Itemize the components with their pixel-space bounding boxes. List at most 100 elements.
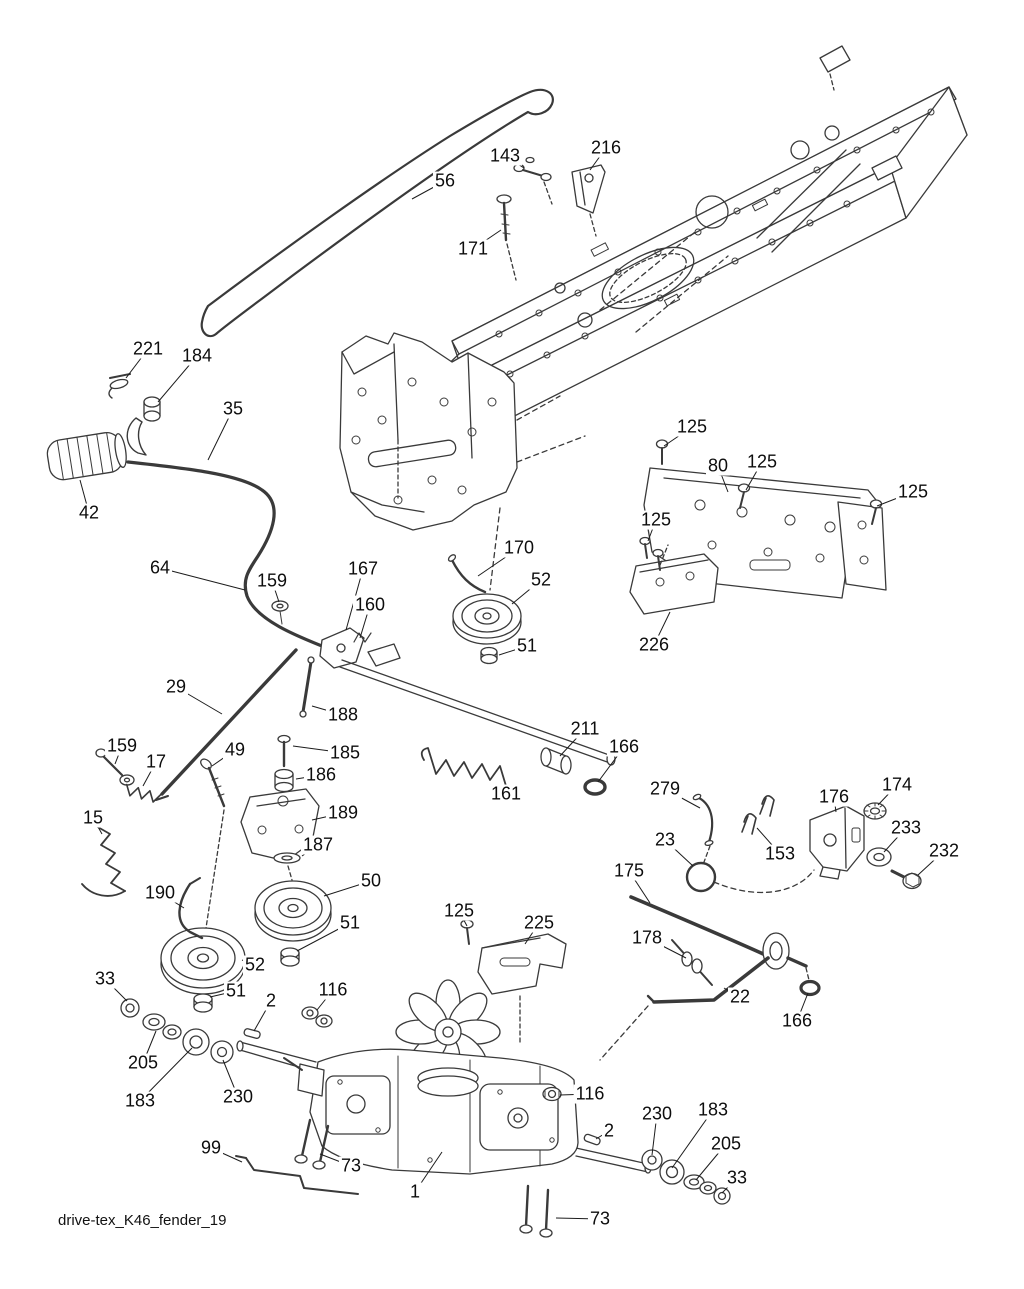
spring-clip-160: [353, 632, 372, 643]
bellcrank-167: [319, 627, 372, 669]
screw-125-lower: [460, 919, 474, 945]
callout-42: 42: [76, 502, 102, 523]
callout-175: 175: [611, 860, 647, 881]
callout-1: 1: [407, 1181, 423, 1202]
bushing-184: [126, 396, 161, 456]
callout-170: 170: [501, 537, 537, 558]
bolt-232: [890, 869, 922, 890]
rod-175: [629, 895, 772, 959]
spring-17: [125, 783, 163, 803]
callout-205: 205: [125, 1052, 161, 1073]
callout-52: 52: [242, 954, 268, 975]
callout-211: 211: [568, 718, 602, 739]
callout-125: 125: [895, 481, 931, 502]
washer-159-mid: [271, 600, 289, 625]
bracket-216: [571, 164, 606, 237]
bolt-171: [496, 194, 517, 281]
ferrule-178: [671, 939, 713, 986]
bracket-226: [629, 544, 719, 615]
nut-51-b: [193, 993, 213, 1013]
plate-189: [240, 788, 320, 862]
transaxle-body: [283, 1048, 579, 1175]
callout-125: 125: [674, 416, 710, 437]
callout-73: 73: [338, 1155, 364, 1176]
callout-166: 166: [606, 736, 642, 757]
callout-23: 23: [652, 829, 678, 850]
callout-143: 143: [487, 145, 523, 166]
callout-174: 174: [879, 774, 915, 795]
left-axle-hardware: [120, 998, 333, 1064]
pulley-50: [254, 880, 332, 942]
callout-205: 205: [708, 1133, 744, 1154]
callout-2: 2: [263, 990, 279, 1011]
screws-125: [639, 439, 883, 571]
callout-29: 29: [163, 676, 189, 697]
clip-221: [108, 373, 131, 399]
lock-washer-174: [863, 802, 887, 820]
rod-99: [235, 1155, 359, 1195]
callout-159: 159: [254, 570, 290, 591]
callout-15: 15: [80, 807, 106, 828]
callout-51: 51: [337, 912, 363, 933]
callout-225: 225: [521, 912, 557, 933]
callout-232: 232: [926, 840, 962, 861]
link-188: [299, 656, 315, 718]
callout-189: 189: [325, 802, 361, 823]
callout-52: 52: [528, 569, 554, 590]
assembly-dashed-right: [713, 869, 815, 894]
callout-185: 185: [327, 742, 363, 763]
callout-187: 187: [300, 834, 336, 855]
callout-2: 2: [601, 1120, 617, 1141]
callout-178: 178: [629, 927, 665, 948]
oring-166-left: [583, 778, 607, 796]
callout-161: 161: [488, 783, 524, 804]
callout-166: 166: [779, 1010, 815, 1031]
rod-22: [599, 956, 770, 1061]
washer-233: [866, 847, 892, 867]
bolt-49: [200, 758, 226, 929]
callout-184: 184: [179, 345, 215, 366]
grip-42: [46, 431, 127, 481]
callout-17: 17: [143, 751, 169, 772]
oring-23: [685, 861, 717, 893]
fender-bracket: [339, 332, 586, 591]
right-axle-hardware: [641, 1149, 731, 1205]
callout-279: 279: [647, 778, 683, 799]
pin-2-right: [583, 1133, 601, 1146]
nut-116-right: [542, 1086, 562, 1102]
callout-50: 50: [358, 870, 384, 891]
shift-rod-35-64: [126, 460, 334, 652]
drive-belt: [200, 88, 554, 338]
callout-116: 116: [573, 1083, 607, 1104]
pulley-52-top: [452, 593, 522, 645]
callout-64: 64: [147, 557, 173, 578]
callout-125: 125: [744, 451, 780, 472]
callout-190: 190: [142, 882, 178, 903]
callout-51: 51: [514, 635, 540, 656]
bolt-185: [277, 734, 291, 768]
bracket-176: [809, 805, 865, 880]
bracket-225: [477, 933, 567, 1045]
bolt-159-left: [95, 748, 135, 786]
callout-159: 159: [104, 735, 140, 756]
pulley-52-left: [160, 927, 246, 995]
callout-216: 216: [588, 137, 624, 158]
callout-230: 230: [220, 1086, 256, 1107]
pins-153: [741, 795, 775, 835]
callout-99: 99: [198, 1137, 224, 1158]
callout-51: 51: [223, 980, 249, 1001]
callout-183: 183: [695, 1099, 731, 1120]
diagram-filename: drive-tex_K46_fender_19: [58, 1212, 227, 1229]
callout-176: 176: [816, 786, 852, 807]
callout-160: 160: [352, 594, 388, 615]
callout-167: 167: [345, 558, 381, 579]
bolts-73-left: [294, 1118, 330, 1170]
callout-183: 183: [122, 1090, 158, 1111]
callout-33: 33: [724, 1167, 750, 1188]
callout-22: 22: [727, 986, 753, 1007]
callout-49: 49: [222, 739, 248, 760]
callout-153: 153: [762, 843, 798, 864]
bolts-73-bottom: [519, 1184, 553, 1238]
callout-226: 226: [636, 634, 672, 655]
